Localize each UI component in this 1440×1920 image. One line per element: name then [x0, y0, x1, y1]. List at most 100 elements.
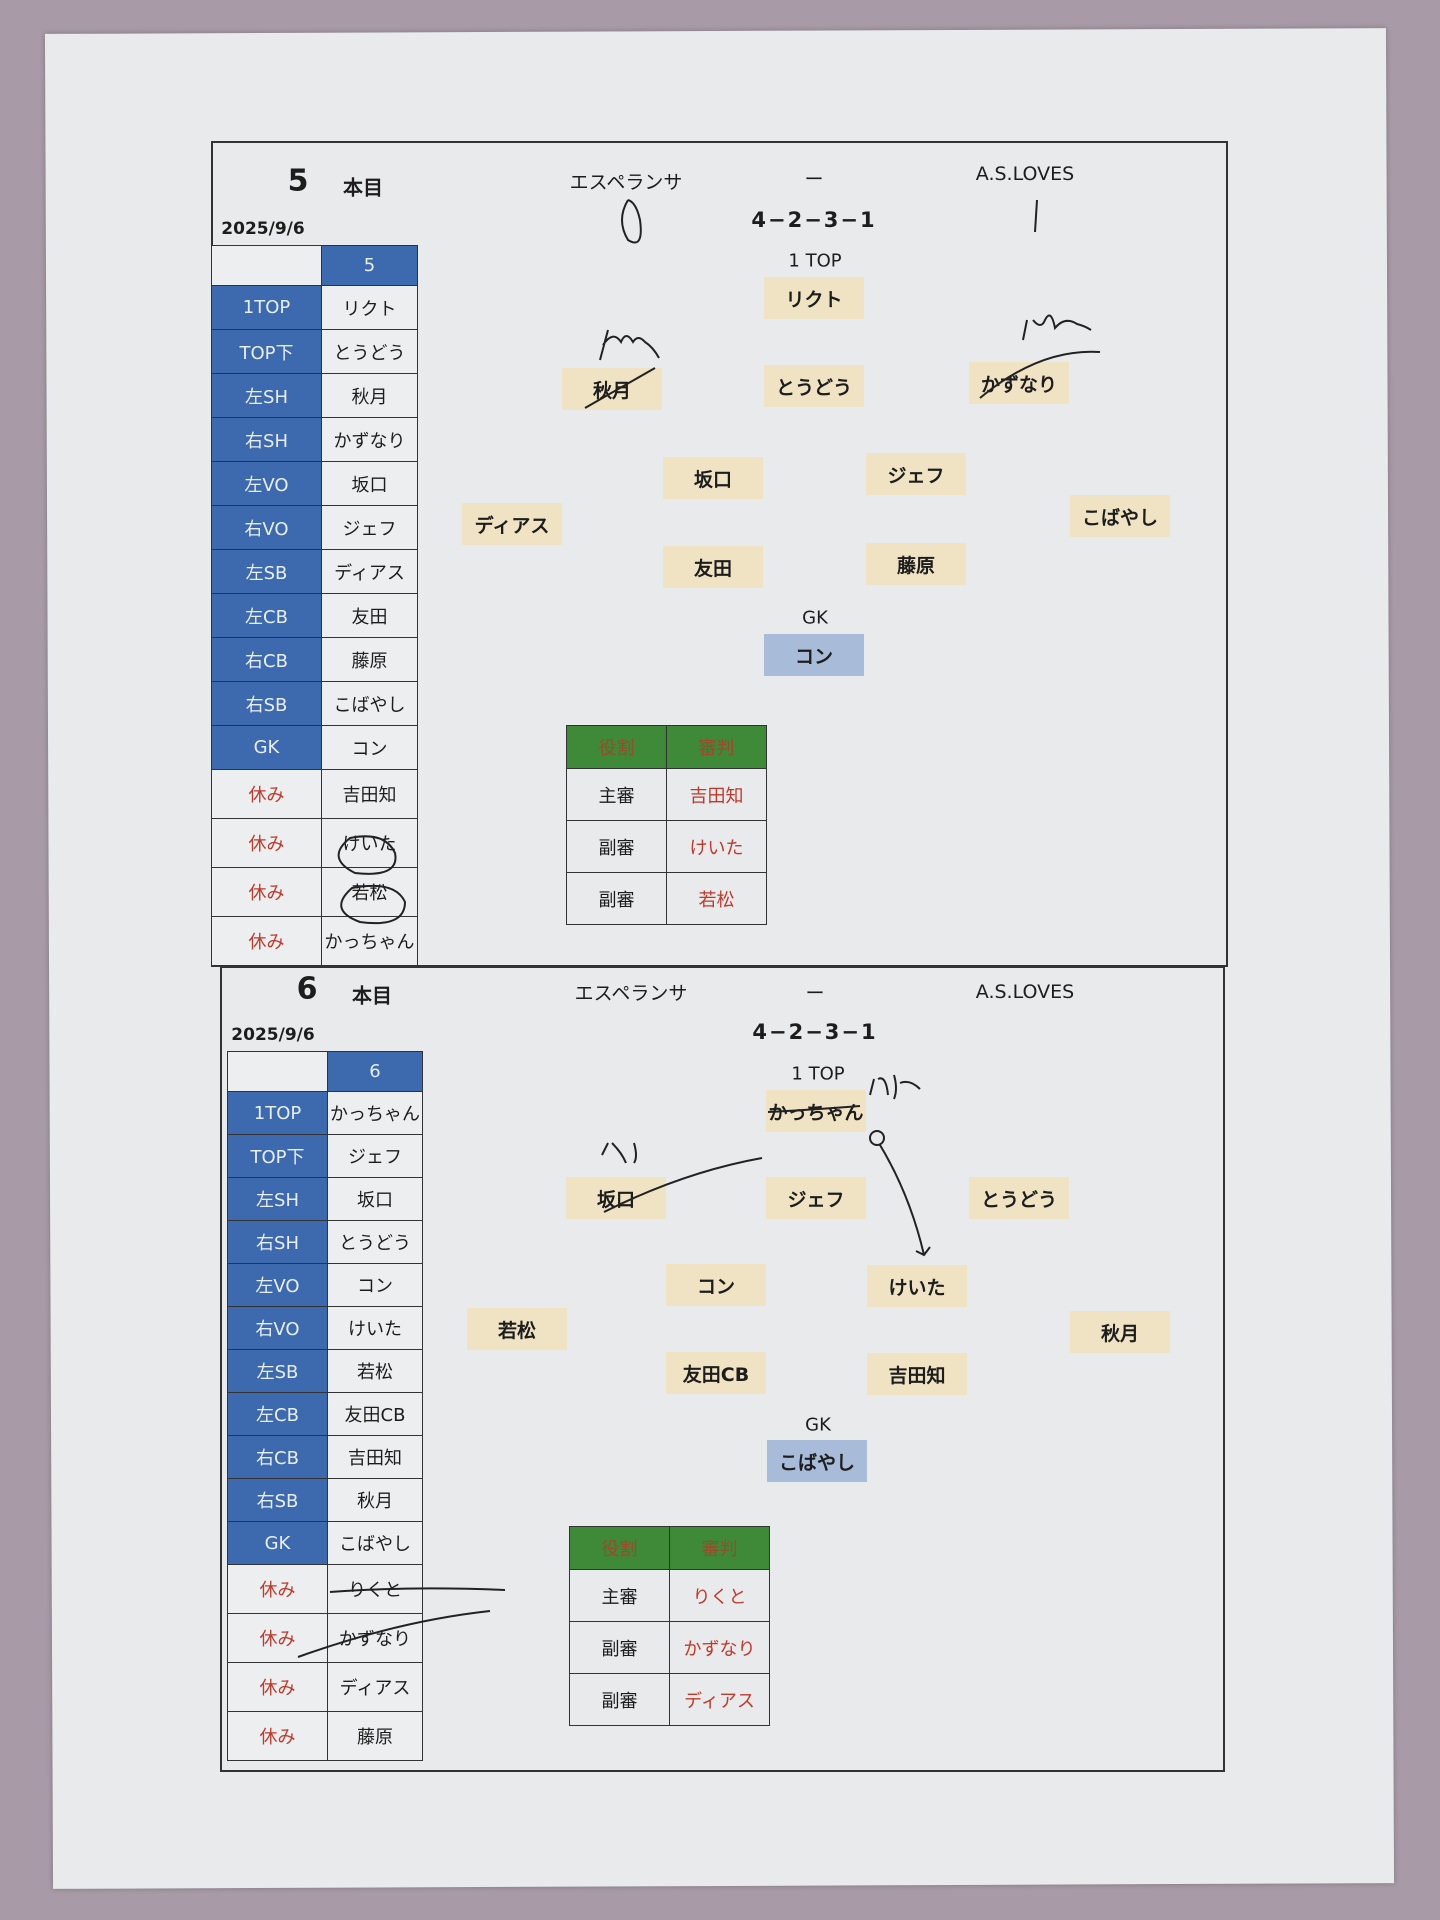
game-unit: 本目	[343, 175, 383, 200]
referee-table: 役割審判主審りくと副審かずなり副審ディアス	[569, 1526, 770, 1726]
referee-table: 役割審判主審吉田知副審けいた副審若松	[566, 725, 767, 925]
position-cell: 右CB	[211, 637, 322, 682]
player-cell: コン	[321, 725, 418, 770]
rest-row: 休みかずなり	[227, 1613, 423, 1663]
pitch-player-card: 坂口	[566, 1177, 666, 1219]
position-cell: 左SH	[227, 1177, 328, 1221]
position-cell: 左SH	[211, 373, 322, 418]
home-team: エスペランサ	[569, 171, 683, 194]
position-cell: 左VO	[227, 1263, 328, 1307]
match-date: 2025/9/6	[231, 1025, 315, 1045]
rest-label: 休み	[211, 867, 322, 917]
rest-row: 休み吉田知	[211, 769, 418, 819]
match-date: 2025/9/6	[221, 219, 305, 239]
position-cell: 右SB	[227, 1478, 328, 1522]
rest-label: 休み	[227, 1662, 328, 1712]
player-cell: とうどう	[327, 1220, 423, 1264]
pitch-player-card: 坂口	[663, 457, 763, 499]
player-cell: 坂口	[327, 1177, 423, 1221]
rest-label: 休み	[227, 1711, 328, 1761]
formation: 4−2−3−1	[752, 1020, 878, 1044]
pitch-player-card: 友田CB	[666, 1352, 766, 1394]
position-cell: GK	[227, 1521, 328, 1565]
table-corner	[211, 245, 322, 286]
game-unit: 本目	[352, 983, 392, 1008]
pitch-player-card: ジェフ	[866, 453, 966, 495]
pitch-player-card: こばやし	[1070, 495, 1170, 537]
pitch-player-card: ディアス	[462, 503, 562, 545]
player-cell: 友田	[321, 593, 418, 638]
pitch-player-card: 友田	[663, 546, 763, 588]
pitch-player-card: かずなり	[969, 362, 1069, 404]
referee-role: 主審	[569, 1569, 670, 1622]
pitch-player-card: 藤原	[866, 543, 966, 585]
rest-row: 休みりくと	[227, 1564, 423, 1614]
referee-role: 副審	[569, 1673, 670, 1726]
rest-label: 休み	[211, 769, 322, 819]
rest-player: 藤原	[327, 1711, 423, 1761]
rest-row: 休みディアス	[227, 1662, 423, 1712]
position-cell: 右CB	[227, 1435, 328, 1479]
player-cell: ディアス	[321, 549, 418, 594]
rest-row: 休みかっちゃん	[211, 916, 418, 966]
referee-role: 副審	[566, 820, 667, 873]
player-cell: ジェフ	[327, 1134, 423, 1178]
position-cell: 右SH	[227, 1220, 328, 1264]
rest-row: 休み藤原	[227, 1711, 423, 1761]
position-cell: 1TOP	[227, 1091, 328, 1135]
table-corner	[227, 1051, 328, 1092]
position-cell: 右SH	[211, 417, 322, 462]
rest-label: 休み	[211, 916, 322, 966]
pitch-player-card: こばやし	[767, 1440, 867, 1482]
referee-name: 吉田知	[666, 768, 767, 821]
position-cell: TOP下	[211, 329, 322, 374]
rest-row: 休みけいた	[211, 818, 418, 868]
referee-role: 主審	[566, 768, 667, 821]
home-team: エスペランサ	[574, 982, 688, 1005]
position-cell: 右VO	[227, 1306, 328, 1350]
player-cell: とうどう	[321, 329, 418, 374]
player-cell: こばやし	[321, 681, 418, 726]
table-row: TOP下とうどう	[211, 329, 418, 374]
away-team: A.S.LOVES	[975, 163, 1075, 185]
referee-role: 副審	[566, 872, 667, 925]
pitch-player-card: とうどう	[969, 1177, 1069, 1219]
player-cell: 秋月	[327, 1478, 423, 1522]
away-team: A.S.LOVES	[975, 981, 1075, 1003]
pitch-player-card: 吉田知	[867, 1353, 967, 1395]
rest-player: りくと	[327, 1564, 423, 1614]
player-cell: 秋月	[321, 373, 418, 418]
pitch-player-card: 若松	[467, 1308, 567, 1350]
pitch-player-card: かっちゃん	[766, 1090, 866, 1132]
referee-name: ディアス	[669, 1673, 770, 1726]
pitch-player-card: とうどう	[764, 365, 864, 407]
player-cell: 吉田知	[327, 1435, 423, 1479]
pitch-player-card: 秋月	[562, 368, 662, 410]
gk-label: GK	[802, 607, 828, 629]
rest-label: 休み	[227, 1613, 328, 1663]
position-cell: TOP下	[227, 1134, 328, 1178]
rest-player: かっちゃん	[321, 916, 418, 966]
player-cell: コン	[327, 1263, 423, 1307]
referee-name: けいた	[666, 820, 767, 873]
pitch-player-card: けいた	[867, 1265, 967, 1307]
score-separator: ー	[805, 982, 825, 1005]
referee-header: 役割	[566, 725, 667, 769]
referee-role: 副審	[569, 1621, 670, 1674]
pitch-player-card: コン	[764, 634, 864, 676]
player-cell: 藤原	[321, 637, 418, 682]
position-cell: 左SB	[227, 1349, 328, 1393]
position-cell: GK	[211, 725, 322, 770]
